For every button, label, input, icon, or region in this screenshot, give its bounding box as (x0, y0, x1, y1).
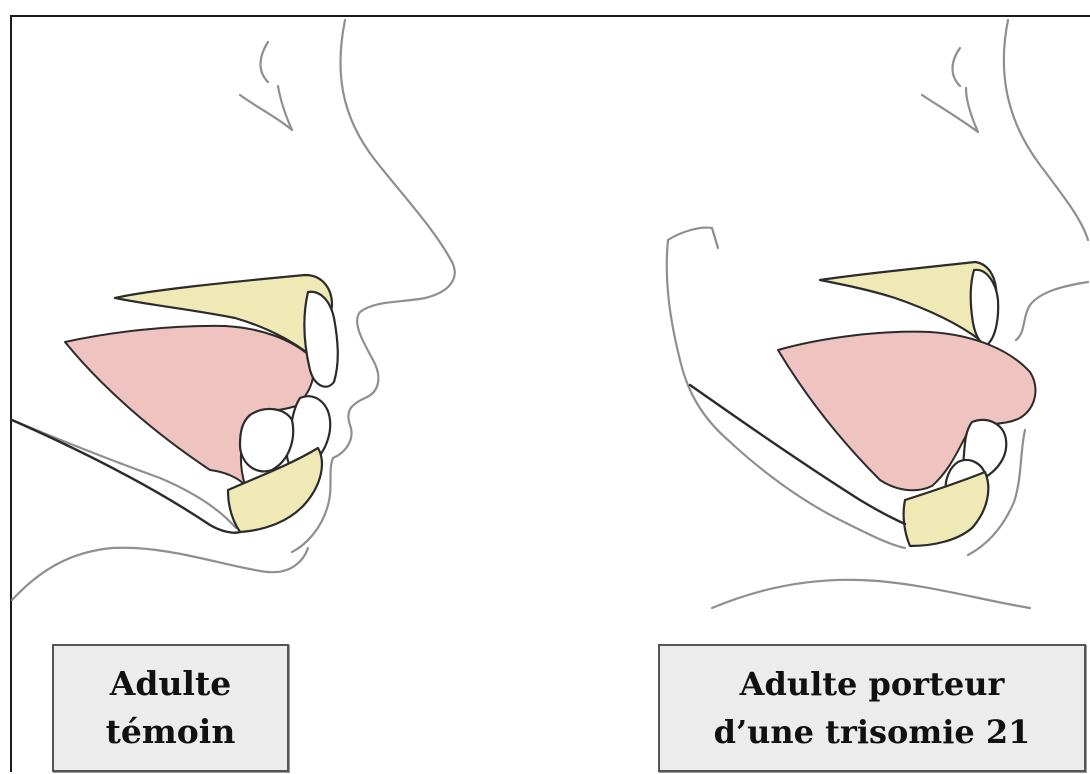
trisomy-neck-line (712, 580, 1030, 608)
caption-trisomy-line1: Adulte porteur (660, 660, 1084, 708)
trisomy-adult-profile (667, 20, 1088, 608)
caption-control-line1: Adulte (54, 660, 287, 708)
control-neck-line (12, 548, 308, 600)
caption-trisomy-adult: Adulte porteur d’une trisomie 21 (658, 644, 1086, 772)
control-adult-profile (12, 20, 455, 600)
caption-trisomy-line2: d’une trisomie 21 (660, 708, 1084, 756)
control-molar (240, 409, 293, 471)
caption-control-line2: témoin (54, 708, 287, 756)
trisomy-eye-mark (922, 48, 978, 132)
trisomy-back-contour (668, 228, 718, 248)
caption-control-adult: Adulte témoin (52, 644, 289, 772)
control-eye-mark (240, 42, 292, 130)
